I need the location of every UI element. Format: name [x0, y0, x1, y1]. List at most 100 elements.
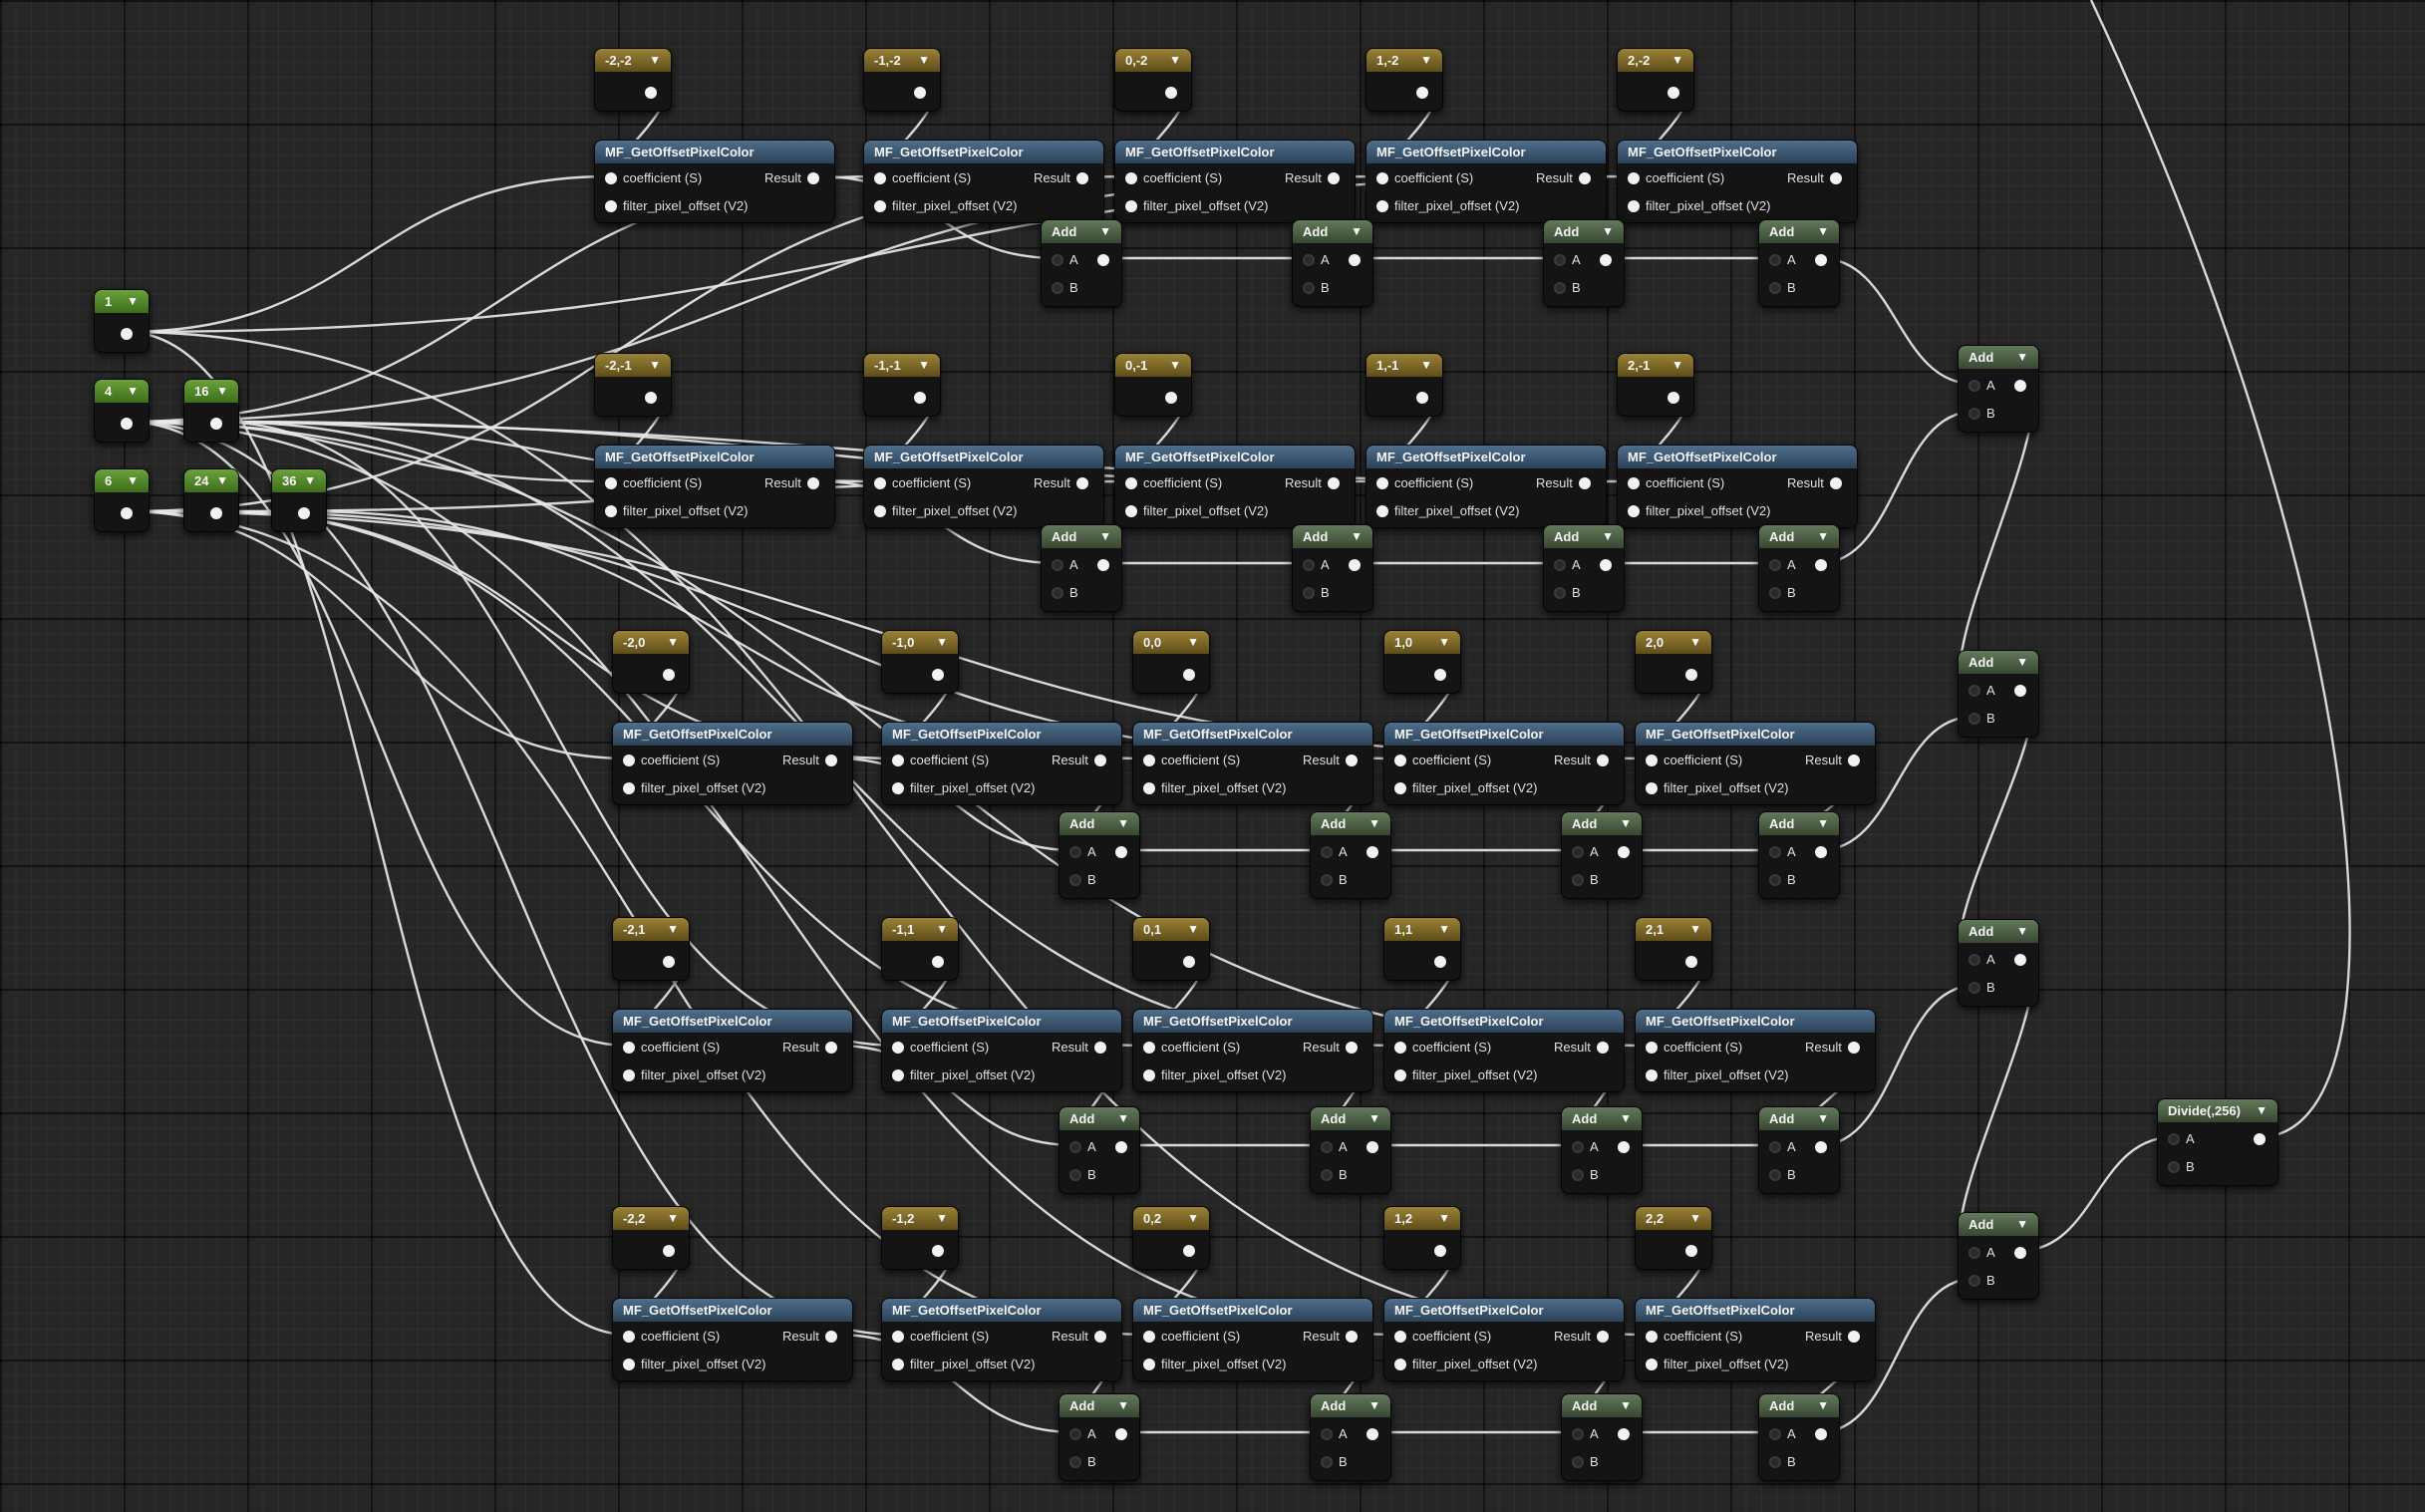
vector-constant-node[interactable]: 1,2▼ [1383, 1206, 1461, 1270]
vector-constant-header[interactable]: 1,-1▼ [1366, 354, 1442, 377]
chevron-down-icon[interactable]: ▼ [1368, 1398, 1380, 1412]
pin-icon[interactable] [1600, 253, 1612, 266]
chevron-down-icon[interactable]: ▼ [667, 922, 679, 936]
pin-icon[interactable] [1069, 1140, 1081, 1153]
pin-icon[interactable] [121, 506, 133, 519]
pin-icon[interactable] [1769, 873, 1781, 886]
pin-icon[interactable] [605, 504, 617, 517]
add-header[interactable]: Add▼ [1544, 525, 1624, 548]
add-header[interactable]: Add▼ [1759, 525, 1839, 548]
pin-icon[interactable] [824, 1041, 837, 1054]
pin-icon[interactable] [1578, 171, 1591, 184]
scalar-constant-header[interactable]: 6▼ [95, 469, 149, 492]
chevron-down-icon[interactable]: ▼ [216, 384, 228, 398]
vector-constant-node[interactable]: -1,1▼ [881, 917, 959, 981]
pin-icon[interactable] [1829, 476, 1842, 489]
pin-icon[interactable] [1115, 1427, 1127, 1440]
chevron-down-icon[interactable]: ▼ [1620, 1398, 1632, 1412]
pin-icon[interactable] [1321, 873, 1333, 886]
pin-icon[interactable] [1847, 1041, 1860, 1054]
pin-icon[interactable] [663, 668, 675, 681]
pin-icon[interactable] [210, 417, 222, 430]
pin-icon[interactable] [1667, 391, 1679, 404]
pin-icon[interactable] [1769, 1168, 1781, 1181]
vector-constant-header[interactable]: 2,2▼ [1636, 1207, 1711, 1230]
add-header[interactable]: Add▼ [1562, 1107, 1642, 1130]
offset-pixel-color-header[interactable]: MF_GetOffsetPixelColor [1133, 1010, 1372, 1033]
chevron-down-icon[interactable]: ▼ [1689, 635, 1701, 649]
pin-icon[interactable] [1646, 754, 1658, 766]
add-header[interactable]: Add▼ [1959, 1213, 2038, 1236]
offset-pixel-color-header[interactable]: MF_GetOffsetPixelColor [1384, 1010, 1624, 1033]
chevron-down-icon[interactable]: ▼ [1602, 224, 1614, 238]
pin-icon[interactable] [1434, 668, 1446, 681]
pin-icon[interactable] [1183, 955, 1195, 968]
chevron-down-icon[interactable]: ▼ [2016, 1217, 2028, 1231]
vector-constant-node[interactable]: -1,-1▼ [863, 353, 941, 417]
chevron-down-icon[interactable]: ▼ [1817, 1398, 1829, 1412]
scalar-constant-node[interactable]: 6▼ [94, 468, 150, 532]
pin-icon[interactable] [892, 1358, 904, 1370]
pin-icon[interactable] [1143, 1330, 1155, 1343]
pin-icon[interactable] [1769, 558, 1781, 571]
vector-constant-node[interactable]: -1,2▼ [881, 1206, 959, 1270]
chevron-down-icon[interactable]: ▼ [1351, 224, 1363, 238]
chevron-down-icon[interactable]: ▼ [1351, 529, 1363, 543]
offset-pixel-color-header[interactable]: MF_GetOffsetPixelColor [613, 1299, 852, 1322]
pin-icon[interactable] [932, 955, 944, 968]
pin-icon[interactable] [1143, 1041, 1155, 1054]
chevron-down-icon[interactable]: ▼ [216, 473, 228, 487]
add-header[interactable]: Add▼ [1959, 346, 2038, 369]
chevron-down-icon[interactable]: ▼ [304, 473, 316, 487]
pin-icon[interactable] [1646, 781, 1658, 794]
pin-icon[interactable] [1376, 476, 1388, 489]
pin-icon[interactable] [874, 171, 886, 184]
offset-pixel-color-header[interactable]: MF_GetOffsetPixelColor [882, 723, 1121, 746]
chevron-down-icon[interactable]: ▼ [1689, 1211, 1701, 1225]
pin-icon[interactable] [1572, 1427, 1584, 1440]
pin-icon[interactable] [1646, 1041, 1658, 1054]
chevron-down-icon[interactable]: ▼ [1169, 53, 1181, 67]
pin-icon[interactable] [1769, 845, 1781, 858]
pin-icon[interactable] [1069, 1455, 1081, 1468]
pin-icon[interactable] [806, 171, 819, 184]
vector-constant-node[interactable]: -2,1▼ [612, 917, 690, 981]
pin-icon[interactable] [298, 506, 310, 519]
chevron-down-icon[interactable]: ▼ [1117, 1111, 1129, 1125]
pin-icon[interactable] [1321, 1427, 1333, 1440]
chevron-down-icon[interactable]: ▼ [1368, 816, 1380, 830]
add-header[interactable]: Add▼ [1060, 1394, 1139, 1417]
scalar-constant-header[interactable]: 4▼ [95, 380, 149, 403]
pin-icon[interactable] [1143, 754, 1155, 766]
vector-constant-header[interactable]: 1,2▼ [1384, 1207, 1460, 1230]
pin-icon[interactable] [1554, 586, 1566, 599]
pin-icon[interactable] [892, 781, 904, 794]
pin-icon[interactable] [1628, 171, 1640, 184]
pin-icon[interactable] [1394, 1330, 1406, 1343]
vector-constant-header[interactable]: 0,-1▼ [1115, 354, 1191, 377]
pin-icon[interactable] [1628, 476, 1640, 489]
vector-constant-header[interactable]: -2,2▼ [613, 1207, 689, 1230]
vector-constant-node[interactable]: 1,1▼ [1383, 917, 1461, 981]
pin-icon[interactable] [1093, 754, 1106, 766]
pin-icon[interactable] [1969, 684, 1980, 697]
add-header[interactable]: Add▼ [1311, 812, 1390, 835]
pin-icon[interactable] [1115, 845, 1127, 858]
chevron-down-icon[interactable]: ▼ [127, 473, 139, 487]
add-header[interactable]: Add▼ [1060, 812, 1139, 835]
vector-constant-node[interactable]: -2,0▼ [612, 630, 690, 694]
